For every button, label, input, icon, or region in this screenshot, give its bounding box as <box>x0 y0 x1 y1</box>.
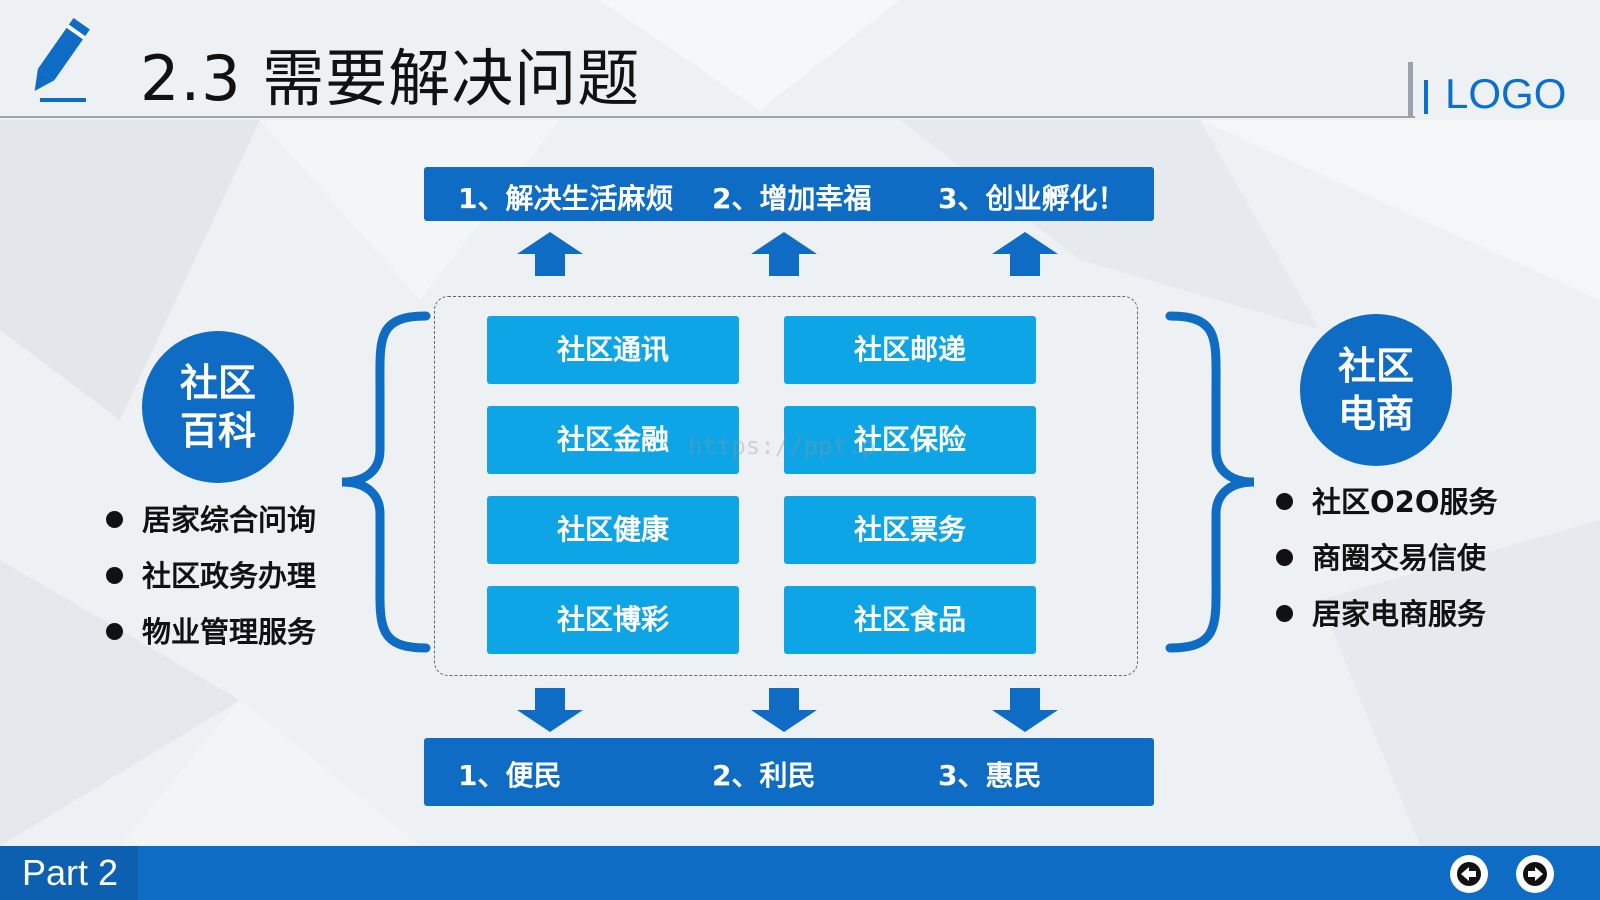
grid-cell: 社区健康 <box>487 496 739 564</box>
logo-accent <box>1424 80 1428 114</box>
grid-cell: 社区金融 <box>487 406 739 474</box>
left-circle-line2: 百科 <box>179 409 256 453</box>
watermark: https://ppt.p... <box>688 432 920 460</box>
services-container <box>434 296 1138 676</box>
prev-button[interactable] <box>1450 855 1488 893</box>
list-item: 物业管理服务 <box>106 604 316 660</box>
top-band: 1、解决生活麻烦 2、增加幸福 3、创业孵化！ <box>424 167 1154 221</box>
page-title: 2.3 需要解决问题 <box>140 42 641 115</box>
grid-cell: 社区邮递 <box>784 316 1036 384</box>
list-item-label: 居家电商服务 <box>1312 597 1487 631</box>
left-circle-line1: 社区 <box>179 361 256 405</box>
list-item: 社区O2O服务 <box>1276 474 1497 530</box>
right-circle: 社区 电商 <box>1300 314 1452 466</box>
down-arrow-icon <box>992 688 1058 732</box>
bullet-icon <box>106 623 123 640</box>
list-item: 居家综合问询 <box>106 492 316 548</box>
bullet-icon <box>106 567 123 584</box>
up-arrow-icon <box>517 232 583 276</box>
list-item: 商圈交易信使 <box>1276 530 1497 586</box>
list-item-label: 社区政务办理 <box>142 559 317 593</box>
right-brace-icon <box>1165 311 1255 653</box>
grid-cell: 社区保险 <box>784 406 1036 474</box>
down-arrow-icon <box>517 688 583 732</box>
grid-cell: 社区票务 <box>784 496 1036 564</box>
header: 2.3 需要解决问题 LOGO <box>0 0 1600 118</box>
top-band-item-2: 2、增加幸福 <box>712 182 872 215</box>
list-item-label: 商圈交易信使 <box>1312 541 1487 575</box>
bullet-icon <box>1276 493 1293 510</box>
bullet-icon <box>106 511 123 528</box>
bottom-band: 1、便民 2、利民 3、惠民 <box>424 738 1154 806</box>
right-circle-line1: 社区 <box>1337 344 1414 388</box>
list-item: 社区政务办理 <box>106 548 316 604</box>
right-bullet-list: 社区O2O服务 商圈交易信使 居家电商服务 <box>1276 474 1497 642</box>
logo-divider <box>1408 62 1413 116</box>
arrow-right-icon <box>1523 862 1547 886</box>
bottom-band-item-2: 2、利民 <box>712 759 816 792</box>
right-circle-line2: 电商 <box>1337 392 1414 436</box>
next-button[interactable] <box>1516 855 1554 893</box>
left-bullet-list: 居家综合问询 社区政务办理 物业管理服务 <box>106 492 316 660</box>
down-arrow-icon <box>751 688 817 732</box>
left-circle: 社区 百科 <box>142 331 294 483</box>
left-brace-icon <box>341 311 431 653</box>
top-band-item-1: 1、解决生活麻烦 <box>458 182 674 215</box>
list-item: 居家电商服务 <box>1276 586 1497 642</box>
footer-bar <box>0 846 1600 900</box>
grid-cell: 社区食品 <box>784 586 1036 654</box>
arrow-left-icon <box>1457 862 1481 886</box>
grid-cell: 社区通讯 <box>487 316 739 384</box>
top-band-item-3: 3、创业孵化！ <box>938 182 1126 215</box>
title-divider <box>0 116 1415 118</box>
list-item-label: 居家综合问询 <box>142 503 317 537</box>
grid-cell: 社区博彩 <box>487 586 739 654</box>
pencil-icon <box>22 14 92 104</box>
list-item-label: 社区O2O服务 <box>1312 485 1498 519</box>
logo: LOGO <box>1445 70 1567 117</box>
bullet-icon <box>1276 549 1293 566</box>
bullet-icon <box>1276 605 1293 622</box>
bottom-band-item-3: 3、惠民 <box>938 759 1042 792</box>
up-arrow-icon <box>751 232 817 276</box>
up-arrow-icon <box>992 232 1058 276</box>
list-item-label: 物业管理服务 <box>142 615 317 649</box>
part-label: Part 2 <box>0 846 138 900</box>
bottom-band-item-1: 1、便民 <box>458 759 562 792</box>
